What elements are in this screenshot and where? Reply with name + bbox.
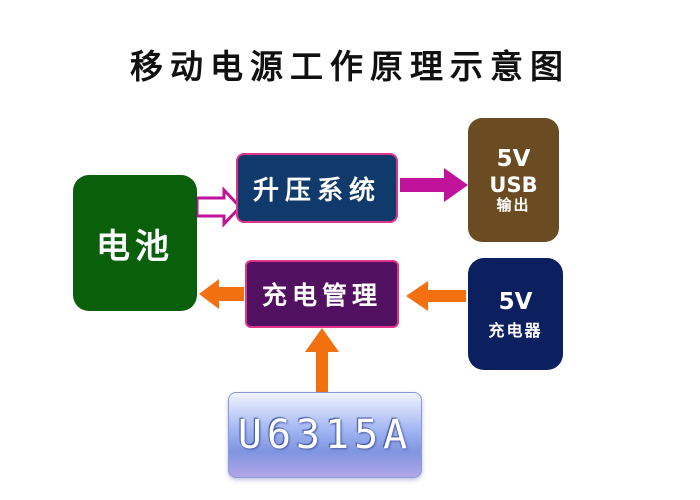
arrow-boost-to-usb	[400, 168, 468, 202]
usb-output-label: 输出	[496, 195, 531, 214]
boost-system-label: 升压系统	[252, 175, 381, 206]
charge-management-block: 充电管理	[245, 260, 399, 328]
arrow-charger-to-charge-management	[406, 281, 466, 311]
charge-management-label: 充电管理	[261, 281, 382, 310]
chip-label: U6315A	[237, 412, 413, 458]
arrow-battery-to-boost	[195, 186, 243, 228]
usb-output-type: USB	[489, 172, 538, 197]
charger-block: 5V 充电器	[468, 258, 563, 370]
charger-voltage: 5V	[498, 288, 533, 315]
usb-output-block: 5V USB 输出	[468, 118, 559, 242]
usb-output-voltage: 5V	[496, 146, 531, 173]
battery-label: 电池	[96, 226, 174, 267]
battery-block: 电池	[73, 175, 197, 311]
charger-label: 充电器	[488, 321, 543, 341]
chip-block: U6315A	[228, 392, 422, 478]
diagram-title: 移动电源工作原理示意图	[130, 47, 570, 86]
arrow-charge-management-to-battery	[199, 279, 244, 309]
arrow-chip-to-charge-management	[305, 328, 339, 392]
boost-system-block: 升压系统	[236, 153, 398, 223]
